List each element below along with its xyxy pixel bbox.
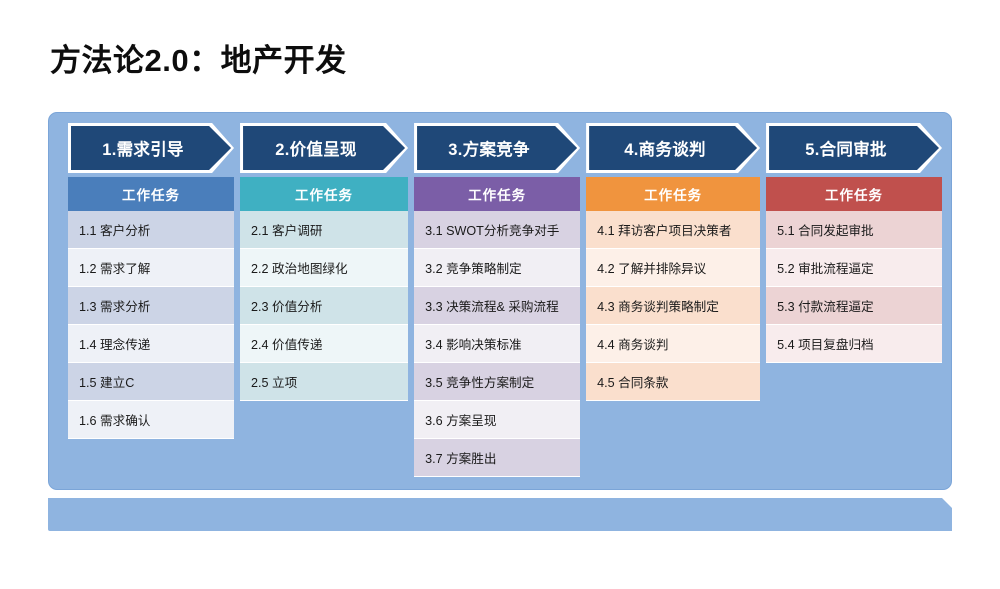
task-item[interactable]: 2.3 价值分析 [240,287,409,325]
task-item[interactable]: 1.6 需求确认 [68,401,235,439]
task-item[interactable]: 1.5 建立C [68,363,235,401]
task-item[interactable]: 4.1 拜访客户项目决策者 [586,211,761,249]
panel-footer-bar [48,498,952,531]
stage-title-1: 1.需求引导 [102,141,184,159]
stage-subheader-4: 工作任务 [586,177,761,211]
task-item[interactable]: 1.4 理念传递 [68,325,235,363]
stage-chevron-2[interactable]: 2.价值呈现 [240,123,408,173]
stage-chevron-body-3: 3.方案竞争 [417,126,577,170]
stage-chevron-body-4: 4.商务谈判 [589,126,757,170]
stage-chevron-4[interactable]: 4.商务谈判 [586,123,760,173]
task-item[interactable]: 2.2 政治地图绿化 [240,249,409,287]
stage-title-3: 3.方案竞争 [448,141,530,159]
stage-title-2: 2.价值呈现 [275,141,357,159]
task-item[interactable]: 5.1 合同发起审批 [766,211,942,249]
task-item[interactable]: 2.4 价值传递 [240,325,409,363]
stage-chevron-body-1: 1.需求引导 [71,126,231,170]
task-item[interactable]: 1.1 客户分析 [68,211,235,249]
task-item[interactable]: 1.2 需求了解 [68,249,235,287]
task-item[interactable]: 3.2 竞争策略制定 [414,249,581,287]
stage-chevron-body-2: 2.价值呈现 [243,126,405,170]
task-item[interactable]: 5.3 付款流程逼定 [766,287,942,325]
task-item[interactable]: 3.1 SWOT分析竞争对手 [414,211,581,249]
stage-chevron-1[interactable]: 1.需求引导 [68,123,234,173]
task-item[interactable]: 4.5 合同条款 [586,363,761,401]
task-item[interactable]: 3.4 影响决策标准 [414,325,581,363]
task-item[interactable]: 4.3 商务谈判策略制定 [586,287,761,325]
stage-subheader-1: 工作任务 [68,177,235,211]
task-item[interactable]: 5.4 项目复盘归档 [766,325,942,363]
task-item[interactable]: 3.6 方案呈现 [414,401,581,439]
stage-title-4: 4.商务谈判 [624,141,706,159]
stage-chevron-body-5: 5.合同审批 [769,126,939,170]
task-item[interactable]: 4.4 商务谈判 [586,325,761,363]
task-item[interactable]: 5.2 审批流程逼定 [766,249,942,287]
task-item[interactable]: 1.3 需求分析 [68,287,235,325]
task-item[interactable]: 3.7 方案胜出 [414,439,581,477]
stage-subheader-3: 工作任务 [414,177,581,211]
stage-subheader-2: 工作任务 [240,177,409,211]
task-item[interactable]: 3.5 竞争性方案制定 [414,363,581,401]
stage-subheader-5: 工作任务 [766,177,942,211]
task-item[interactable]: 3.3 决策流程& 采购流程 [414,287,581,325]
stage-chevron-3[interactable]: 3.方案竞争 [414,123,580,173]
stage-title-5: 5.合同审批 [805,141,887,159]
stage-chevron-5[interactable]: 5.合同审批 [766,123,942,173]
page-title: 方法论2.0：地产开发 [50,43,347,78]
task-item[interactable]: 2.1 客户调研 [240,211,409,249]
task-item[interactable]: 4.2 了解并排除异议 [586,249,761,287]
task-item[interactable]: 2.5 立项 [240,363,409,401]
